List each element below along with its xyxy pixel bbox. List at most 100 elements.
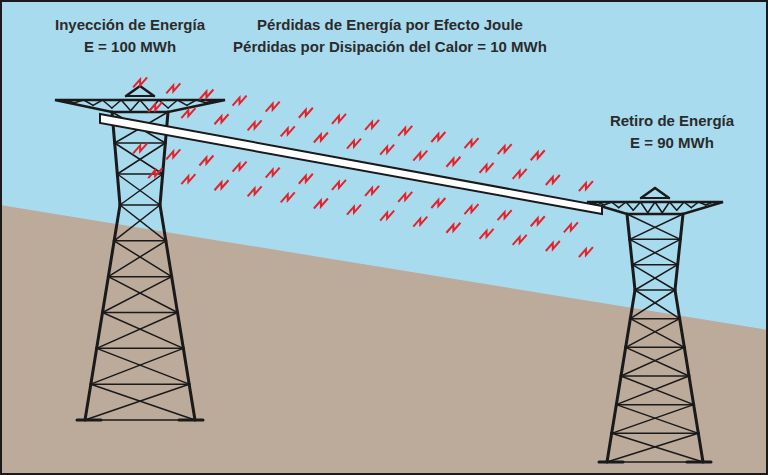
- lattice-bar: [108, 241, 114, 277]
- lattice-bar: [91, 348, 183, 384]
- lattice-bar: [630, 290, 675, 319]
- lattice-bar: [178, 100, 187, 105]
- lattice-bar: [612, 433, 703, 462]
- heat-spark: [281, 126, 295, 136]
- lattice-bar: [114, 241, 172, 277]
- heat-spark: [133, 143, 147, 153]
- heat-spark: [266, 102, 280, 112]
- lattice-bar: [140, 100, 149, 111]
- lattice-bar: [85, 384, 189, 420]
- lattice-bar: [160, 205, 166, 241]
- lattice-bar: [616, 404, 693, 406]
- lattice-bar: [616, 376, 621, 405]
- lattice-bar: [677, 202, 684, 210]
- lattice-bar: [626, 319, 631, 348]
- lattice-bar: [627, 214, 680, 239]
- lattice-bar: [108, 277, 177, 313]
- heat-spark: [480, 163, 494, 173]
- lattice-bar: [84, 100, 93, 105]
- heat-spark: [148, 168, 162, 178]
- lattice-bar: [112, 100, 121, 108]
- heat-spark: [480, 229, 494, 239]
- lattice-bar: [635, 289, 675, 291]
- lattice-bar: [630, 318, 679, 320]
- lattice-bar: [607, 433, 612, 462]
- lattice-bar: [621, 376, 694, 405]
- heat-spark: [498, 144, 512, 154]
- lattice-bar: [619, 202, 626, 208]
- lattice-bar: [179, 419, 203, 422]
- lattice-bar: [115, 142, 166, 144]
- lattice-bar: [93, 100, 102, 105]
- heat-spark: [199, 156, 213, 166]
- lattice-bar: [694, 405, 699, 434]
- lattice-bar: [103, 312, 178, 314]
- loss-heading: Pérdidas de Energía por Efecto Joule: [257, 16, 523, 34]
- lattice-bar: [140, 86, 154, 96]
- lattice-bar: [641, 188, 655, 198]
- heat-spark: [248, 186, 262, 196]
- lattice-bar: [117, 143, 165, 174]
- crossarm: [55, 100, 225, 112]
- lattice-bar: [103, 100, 112, 108]
- heat-spark: [579, 247, 593, 257]
- lattice-bar: [108, 241, 165, 277]
- lattice-bar: [172, 277, 178, 313]
- lattice-bar: [187, 100, 196, 105]
- lattice-bar: [635, 290, 680, 319]
- heat-spark: [446, 223, 460, 233]
- withdrawal-energy: E = 90 MWh: [630, 134, 714, 152]
- heat-spark: [531, 150, 545, 160]
- lattice-bar: [687, 461, 711, 464]
- lattice-bar: [599, 461, 623, 464]
- heat-spark: [314, 132, 328, 142]
- lattice-bar: [691, 202, 698, 208]
- joule-sparks: [133, 77, 593, 257]
- lattice-bar: [97, 313, 178, 349]
- lattice-bar: [74, 100, 83, 103]
- lattice-bar: [689, 376, 694, 405]
- lattice-bar: [630, 214, 683, 239]
- lattice-bar: [633, 202, 640, 210]
- lattice-bar: [612, 433, 699, 435]
- lattice-bar: [621, 375, 689, 377]
- transmission-tower: [587, 188, 723, 462]
- lattice-bar: [630, 290, 635, 319]
- heat-spark: [513, 169, 527, 179]
- heat-spark: [233, 162, 247, 172]
- lattice-bar: [120, 205, 166, 241]
- heat-spark: [214, 114, 228, 124]
- lattice-bar: [97, 313, 103, 349]
- lattice-bar: [626, 347, 689, 376]
- heat-spark: [464, 204, 478, 214]
- heat-spark: [380, 145, 394, 155]
- heat-spark: [299, 108, 313, 118]
- heat-spark: [266, 168, 280, 178]
- heat-spark: [446, 157, 460, 167]
- lattice-bar: [616, 405, 698, 434]
- lattice-bar: [163, 143, 166, 174]
- heat-spark: [214, 180, 228, 190]
- towers: [55, 86, 723, 462]
- lattice-bar: [114, 205, 120, 241]
- lattice-bar: [678, 239, 681, 264]
- lattice-bar: [630, 319, 684, 348]
- lattice-bar: [655, 188, 669, 198]
- lattice-bar: [632, 265, 635, 290]
- lattice-bar: [117, 174, 120, 205]
- heat-spark: [413, 217, 427, 227]
- lattice-bar: [115, 143, 118, 174]
- lattice-bar: [612, 202, 619, 208]
- lattice-bar: [630, 239, 678, 264]
- lattice-bar: [612, 405, 694, 434]
- withdrawal-label: Retiro de Energía: [610, 112, 734, 130]
- lattice-bar: [131, 100, 140, 111]
- lattice-bar: [670, 202, 677, 210]
- lattice-bar: [630, 239, 681, 241]
- lattice-bar: [65, 100, 74, 103]
- heat-spark: [579, 181, 593, 191]
- lattice-bar: [85, 384, 91, 420]
- lattice-bar: [168, 100, 177, 108]
- lattice-bar: [91, 348, 97, 384]
